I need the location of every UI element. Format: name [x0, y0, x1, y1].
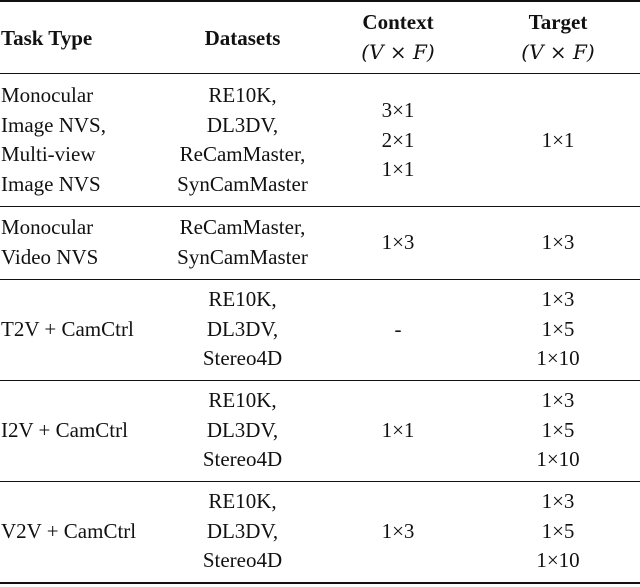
row-5-context: 1×3	[340, 517, 456, 547]
header-target-label: Target	[528, 10, 588, 34]
row-2-context: 1×3	[340, 228, 456, 258]
row-2-datasets: ReCamMaster, SynCamMaster	[160, 213, 325, 272]
header-target: Target (V × F)	[480, 8, 636, 67]
header-rule	[0, 73, 640, 74]
row-4-dataset: Stereo4D	[202, 447, 283, 471]
row-2-target: 1×3	[480, 228, 636, 258]
row-5-target: 1×3 1×5 1×10	[480, 487, 636, 576]
row-1-dataset: RE10K,	[208, 83, 277, 107]
header-datasets: Datasets	[204, 26, 281, 50]
row-3-target: 1×3 1×5 1×10	[480, 285, 636, 374]
row-1-target: 1×1	[480, 126, 636, 156]
header-target-sub: (V × F)	[521, 39, 595, 64]
row-4-task-line: I2V + CamCtrl	[1, 418, 128, 442]
row-3-dataset: DL3DV,	[206, 316, 279, 341]
row-4-task: I2V + CamCtrl	[1, 416, 128, 446]
row-3-datasets: RE10K, DL3DV, Stereo4D	[160, 285, 325, 374]
row-2-task-line: Video NVS	[1, 244, 99, 269]
row-1-context-value: 1×1	[381, 157, 415, 181]
row-1-task: Monocular Image NVS, Multi-view Image NV…	[1, 81, 106, 199]
row-1-task-line: Multi-view	[1, 142, 96, 166]
row-5-target-value: 1×3	[541, 489, 575, 513]
row-3-task-line: T2V + CamCtrl	[1, 317, 134, 341]
row-1-task-line: Monocular	[1, 83, 94, 107]
row-3-task: T2V + CamCtrl	[1, 315, 134, 345]
row-2-context-value: 1×3	[381, 230, 415, 254]
row-rule-2	[0, 279, 640, 280]
top-rule	[0, 0, 640, 2]
row-1-dataset: ReCamMaster,	[179, 142, 306, 166]
row-4-context: 1×1	[340, 416, 456, 446]
row-2-dataset: ReCamMaster,	[179, 215, 306, 239]
row-5-target-value: 1×5	[541, 518, 575, 543]
row-4-target-value: 1×10	[536, 447, 580, 471]
row-3-target-value: 1×3	[541, 287, 575, 311]
row-1-datasets: RE10K, DL3DV, ReCamMaster, SynCamMaster	[160, 81, 325, 199]
row-1-target-value: 1×1	[541, 128, 575, 152]
row-1-context-value: 2×1	[381, 127, 415, 152]
row-5-task-line: V2V + CamCtrl	[1, 519, 137, 543]
header-context-sub: (V × F)	[361, 39, 435, 64]
row-4-target-value: 1×5	[541, 417, 575, 442]
row-5-dataset: RE10K,	[208, 489, 277, 513]
header-context-label: Context	[362, 10, 434, 34]
bottom-rule	[0, 582, 640, 584]
row-3-context: -	[340, 315, 456, 345]
row-4-context-value: 1×1	[381, 418, 415, 442]
row-3-dataset: RE10K,	[208, 287, 277, 311]
row-2-dataset: SynCamMaster	[177, 244, 308, 269]
row-4-target-value: 1×3	[541, 388, 575, 412]
header-context: Context (V × F)	[340, 8, 456, 67]
row-5-datasets: RE10K, DL3DV, Stereo4D	[160, 487, 325, 576]
row-3-target-value: 1×10	[536, 346, 580, 370]
row-1-dataset: DL3DV,	[206, 112, 279, 137]
row-3-dataset: Stereo4D	[202, 346, 283, 370]
row-4-target: 1×3 1×5 1×10	[480, 386, 636, 475]
row-2-target-value: 1×3	[541, 230, 575, 254]
row-3-target-value: 1×5	[541, 316, 575, 341]
row-2-task: Monocular Video NVS	[1, 213, 98, 272]
row-1-task-line: Image NVS,	[1, 112, 106, 137]
row-1-task-line: Image NVS	[1, 171, 101, 196]
row-5-context-value: 1×3	[381, 519, 415, 543]
row-5-dataset: Stereo4D	[202, 548, 283, 572]
row-1-context: 3×1 2×1 1×1	[340, 96, 456, 185]
row-3-context-value: -	[394, 317, 402, 341]
row-5-target-value: 1×10	[536, 548, 580, 572]
row-rule-1	[0, 206, 640, 207]
row-5-task: V2V + CamCtrl	[1, 517, 136, 547]
row-rule-4	[0, 481, 640, 482]
row-5-dataset: DL3DV,	[206, 518, 279, 543]
row-rule-3	[0, 380, 640, 381]
row-4-dataset: DL3DV,	[206, 417, 279, 442]
row-4-datasets: RE10K, DL3DV, Stereo4D	[160, 386, 325, 475]
row-1-context-value: 3×1	[381, 98, 415, 122]
header-task-type: Task Type	[1, 26, 93, 50]
row-4-dataset: RE10K,	[208, 388, 277, 412]
row-2-task-line: Monocular	[1, 215, 94, 239]
row-1-dataset: SynCamMaster	[177, 171, 308, 196]
